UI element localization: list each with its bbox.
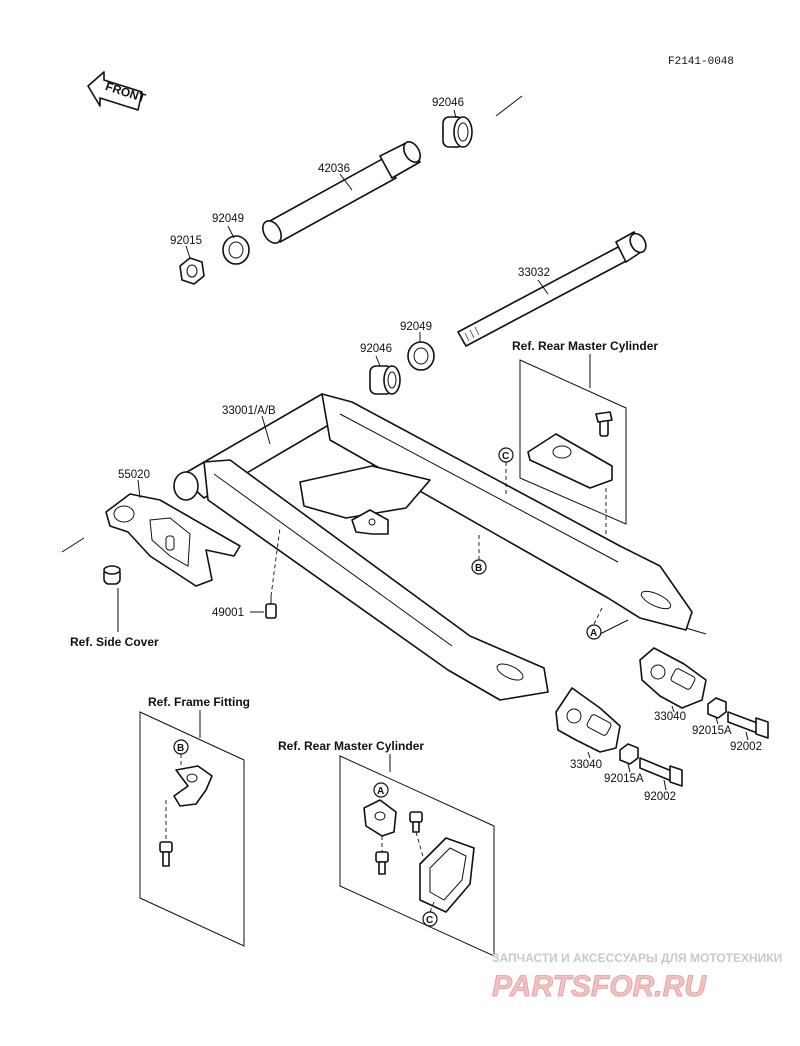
part-92002-bolt-right (727, 711, 769, 739)
ref-panel-top (519, 359, 627, 525)
label-42036: 42036 (318, 163, 350, 175)
part-92015A-nut-right (707, 697, 727, 719)
part-33001-swingarm (173, 393, 693, 701)
part-92049-seal (222, 235, 250, 265)
part-55020-chain-slider (105, 493, 241, 587)
direction-line (495, 95, 523, 117)
label-92049-top: 92049 (212, 213, 244, 225)
part-master-bolt-top (409, 811, 423, 833)
part-33040-adjuster-right (639, 647, 707, 709)
label-92002-left: 92002 (644, 791, 676, 803)
ref-side-cover: Ref. Side Cover (70, 635, 159, 649)
svg-text:A: A (590, 628, 597, 639)
marker-a: A (586, 624, 602, 640)
part-master-bracket-bottom (363, 799, 397, 837)
marker-c-ref: C (422, 911, 438, 927)
marker-c: C (498, 447, 514, 463)
part-92046-bearing-mid (369, 365, 401, 395)
ref-panel-bottom (339, 755, 495, 957)
ref-rear-master-top: Ref. Rear Master Cylinder (512, 339, 658, 353)
svg-text:C: C (426, 915, 433, 926)
label-33032: 33032 (518, 267, 550, 279)
front-arrow-icon: FRONT (87, 71, 148, 111)
part-92046-bearing (442, 116, 473, 148)
part-master-bolt-bottom (375, 851, 389, 875)
label-33040-left: 33040 (570, 759, 602, 771)
part-33040-adjuster-left (555, 687, 621, 753)
svg-text:A: A (377, 786, 384, 797)
part-frame-bracket (173, 765, 213, 807)
part-33032-pivot-bolt (457, 231, 647, 347)
label-92046-mid: 92046 (360, 343, 392, 355)
ref-frame-fitting: Ref. Frame Fitting (148, 695, 250, 709)
label-33040-right: 33040 (654, 711, 686, 723)
part-frame-bolt (159, 841, 173, 867)
label-92046-top: 92046 (432, 97, 464, 109)
label-92015A-left: 92015A (604, 773, 644, 785)
label-92015: 92015 (170, 235, 202, 247)
ref-rear-master-bottom: Ref. Rear Master Cylinder (278, 739, 424, 753)
part-master-cylinder-bracket (527, 411, 613, 489)
ref-panel-frame (139, 711, 245, 947)
label-92015A-right: 92015A (692, 725, 732, 737)
watermark-tagline: ЗАПЧАСТИ И АКСЕССУАРЫ ДЛЯ МОТОТЕХНИКИ (492, 951, 782, 965)
watermark-logo: PARTSFOR.RU (492, 970, 707, 1003)
marker-b: B (471, 559, 487, 575)
marker-a-ref: A (373, 782, 389, 798)
direction-line (685, 627, 707, 635)
part-92015A-nut-left (619, 743, 639, 765)
svg-text:B: B (177, 743, 184, 754)
label-33001: 33001/A/B (222, 405, 276, 417)
svg-text:B: B (475, 563, 482, 574)
part-92015-nut (179, 257, 205, 285)
marker-b-ref: B (173, 739, 189, 755)
part-92049-seal-mid (407, 341, 435, 371)
part-reservoir-cover (419, 837, 475, 913)
svg-text:C: C (502, 451, 509, 462)
part-42036-sleeve (262, 141, 421, 244)
part-49001-grease-nipple (265, 596, 277, 619)
diagram-code: F2141-0048 (668, 56, 734, 68)
part-collar (103, 565, 121, 585)
label-49001: 49001 (212, 607, 244, 619)
direction-line (61, 537, 85, 553)
label-55020: 55020 (118, 469, 150, 481)
label-92002-right: 92002 (730, 741, 762, 753)
part-92002-bolt-left (639, 757, 683, 787)
label-92049-mid: 92049 (400, 321, 432, 333)
direction-line (599, 619, 629, 635)
